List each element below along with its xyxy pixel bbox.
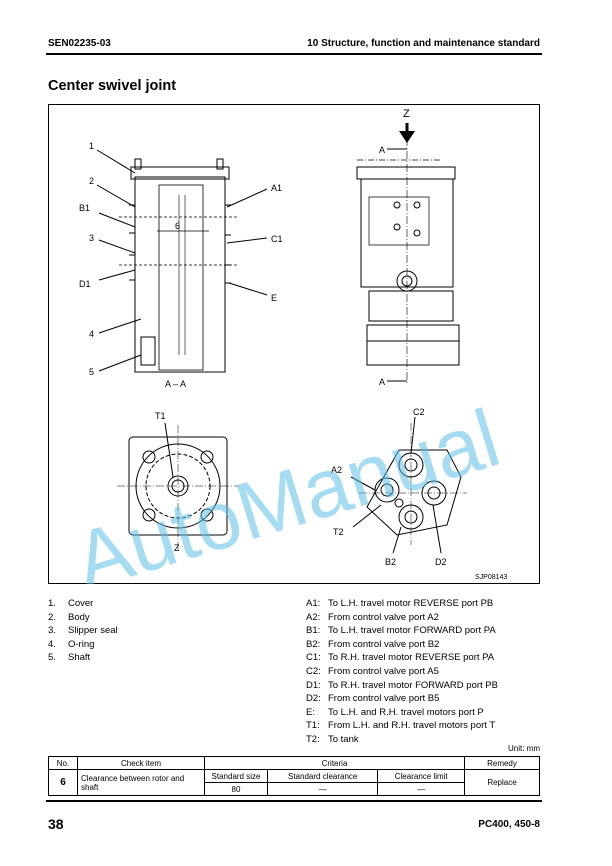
parts-list: 1.Cover 2.Body 3.Slipper seal 4.O-ring 5…: [48, 597, 118, 665]
header-rule: [46, 53, 542, 55]
cell-item: Clearance between rotor and shaft: [77, 769, 205, 796]
label-a1: A1: [271, 183, 282, 193]
body-outline: [134, 176, 226, 373]
label-4: 4: [89, 329, 94, 339]
list-item: B2:From control valve port B2: [306, 638, 440, 650]
label-b2: B2: [385, 557, 396, 567]
table-header-row: No. Check item Criteria Remedy: [48, 756, 540, 770]
a-bottom-label: A: [379, 377, 385, 387]
label-6: 6: [175, 221, 180, 231]
list-item: 5.Shaft: [48, 652, 91, 664]
label-d2: D2: [435, 557, 447, 567]
swivel-joint-drawing: 1 2 B1 3 D1 4 5 A1 C1 E 6 A – A Z A A T1…: [79, 108, 507, 581]
label-e: E: [271, 293, 277, 303]
sub-std-clearance: Standard clearance: [266, 769, 379, 783]
section-title: 10 Structure, function and maintenance s…: [307, 38, 540, 49]
list-item: 4.O-ring: [48, 638, 95, 650]
page-number: 38: [48, 816, 64, 832]
list-item: T1:From L.H. and R.H. travel motors port…: [306, 720, 496, 732]
label-5: 5: [89, 367, 94, 377]
col-criteria: Criteria: [204, 756, 465, 770]
doc-code: SEN02235-03: [48, 38, 111, 49]
label-d1: D1: [79, 279, 91, 289]
list-item: T2:To tank: [306, 733, 359, 745]
label-1: 1: [89, 141, 94, 151]
list-item: A1:To L.H. travel motor REVERSE port PB: [306, 598, 494, 609]
cell-no: 6: [48, 769, 78, 796]
list-item: D2:From control valve port B5: [306, 693, 440, 705]
label-c1: C1: [271, 234, 283, 244]
list-item: 3.Slipper seal: [48, 625, 118, 637]
footer-rule: [46, 800, 542, 802]
cell-remedy: Replace: [464, 769, 540, 796]
list-item: A2:From control valve port A2: [306, 611, 439, 623]
table-row: 80 — —: [49, 782, 540, 796]
figure-id: SJP08143: [475, 574, 507, 581]
list-item: D1:To R.H. travel motor FORWARD port PB: [306, 679, 498, 691]
list-item: B1:To L.H. travel motor FORWARD port PA: [306, 625, 496, 637]
cell-clearance: —: [266, 782, 379, 796]
list-item: C2:From control valve port A5: [306, 665, 439, 677]
sub-std-size: Standard size: [204, 769, 268, 783]
z-arrow-label: Z: [403, 108, 410, 120]
a-top-label: A: [379, 145, 385, 155]
list-item: 2.Body: [48, 611, 90, 623]
unit-label: Unit: mm: [508, 744, 540, 753]
label-t1: T1: [155, 411, 166, 421]
cell-size: 80: [204, 782, 268, 796]
list-item: E:To L.H. and R.H. travel motors port P: [306, 706, 484, 718]
col-check-item: Check item: [77, 756, 205, 770]
sub-clearance-limit: Clearance limit: [377, 769, 465, 783]
label-c2: C2: [413, 407, 425, 417]
table-row: 6 Clearance between rotor and shaft Stan…: [48, 769, 540, 796]
z-view-label: Z: [174, 543, 180, 553]
list-item: 1.Cover: [48, 598, 94, 609]
col-no: No.: [48, 756, 78, 770]
model-name: PC400, 450-8: [478, 819, 540, 830]
label-b1: B1: [79, 203, 90, 213]
figure-frame: 1 2 B1 3 D1 4 5 A1 C1 E 6 A – A Z A A T1…: [48, 104, 540, 584]
label-2: 2: [89, 176, 94, 186]
section-aa-label: A – A: [165, 379, 186, 389]
label-3: 3: [89, 233, 94, 243]
page-title: Center swivel joint: [48, 78, 177, 94]
cover-outline: [130, 166, 230, 180]
ports-list: A1:To L.H. travel motor REVERSE port PB …: [306, 597, 498, 747]
label-t2: T2: [333, 527, 344, 537]
criteria-table: No. Check item Criteria Remedy 6 Clearan…: [48, 756, 540, 796]
col-remedy: Remedy: [464, 756, 540, 770]
list-item: C1:To R.H. travel motor REVERSE port PA: [306, 652, 495, 664]
label-a2: A2: [331, 465, 342, 475]
cell-limit: —: [377, 782, 465, 796]
